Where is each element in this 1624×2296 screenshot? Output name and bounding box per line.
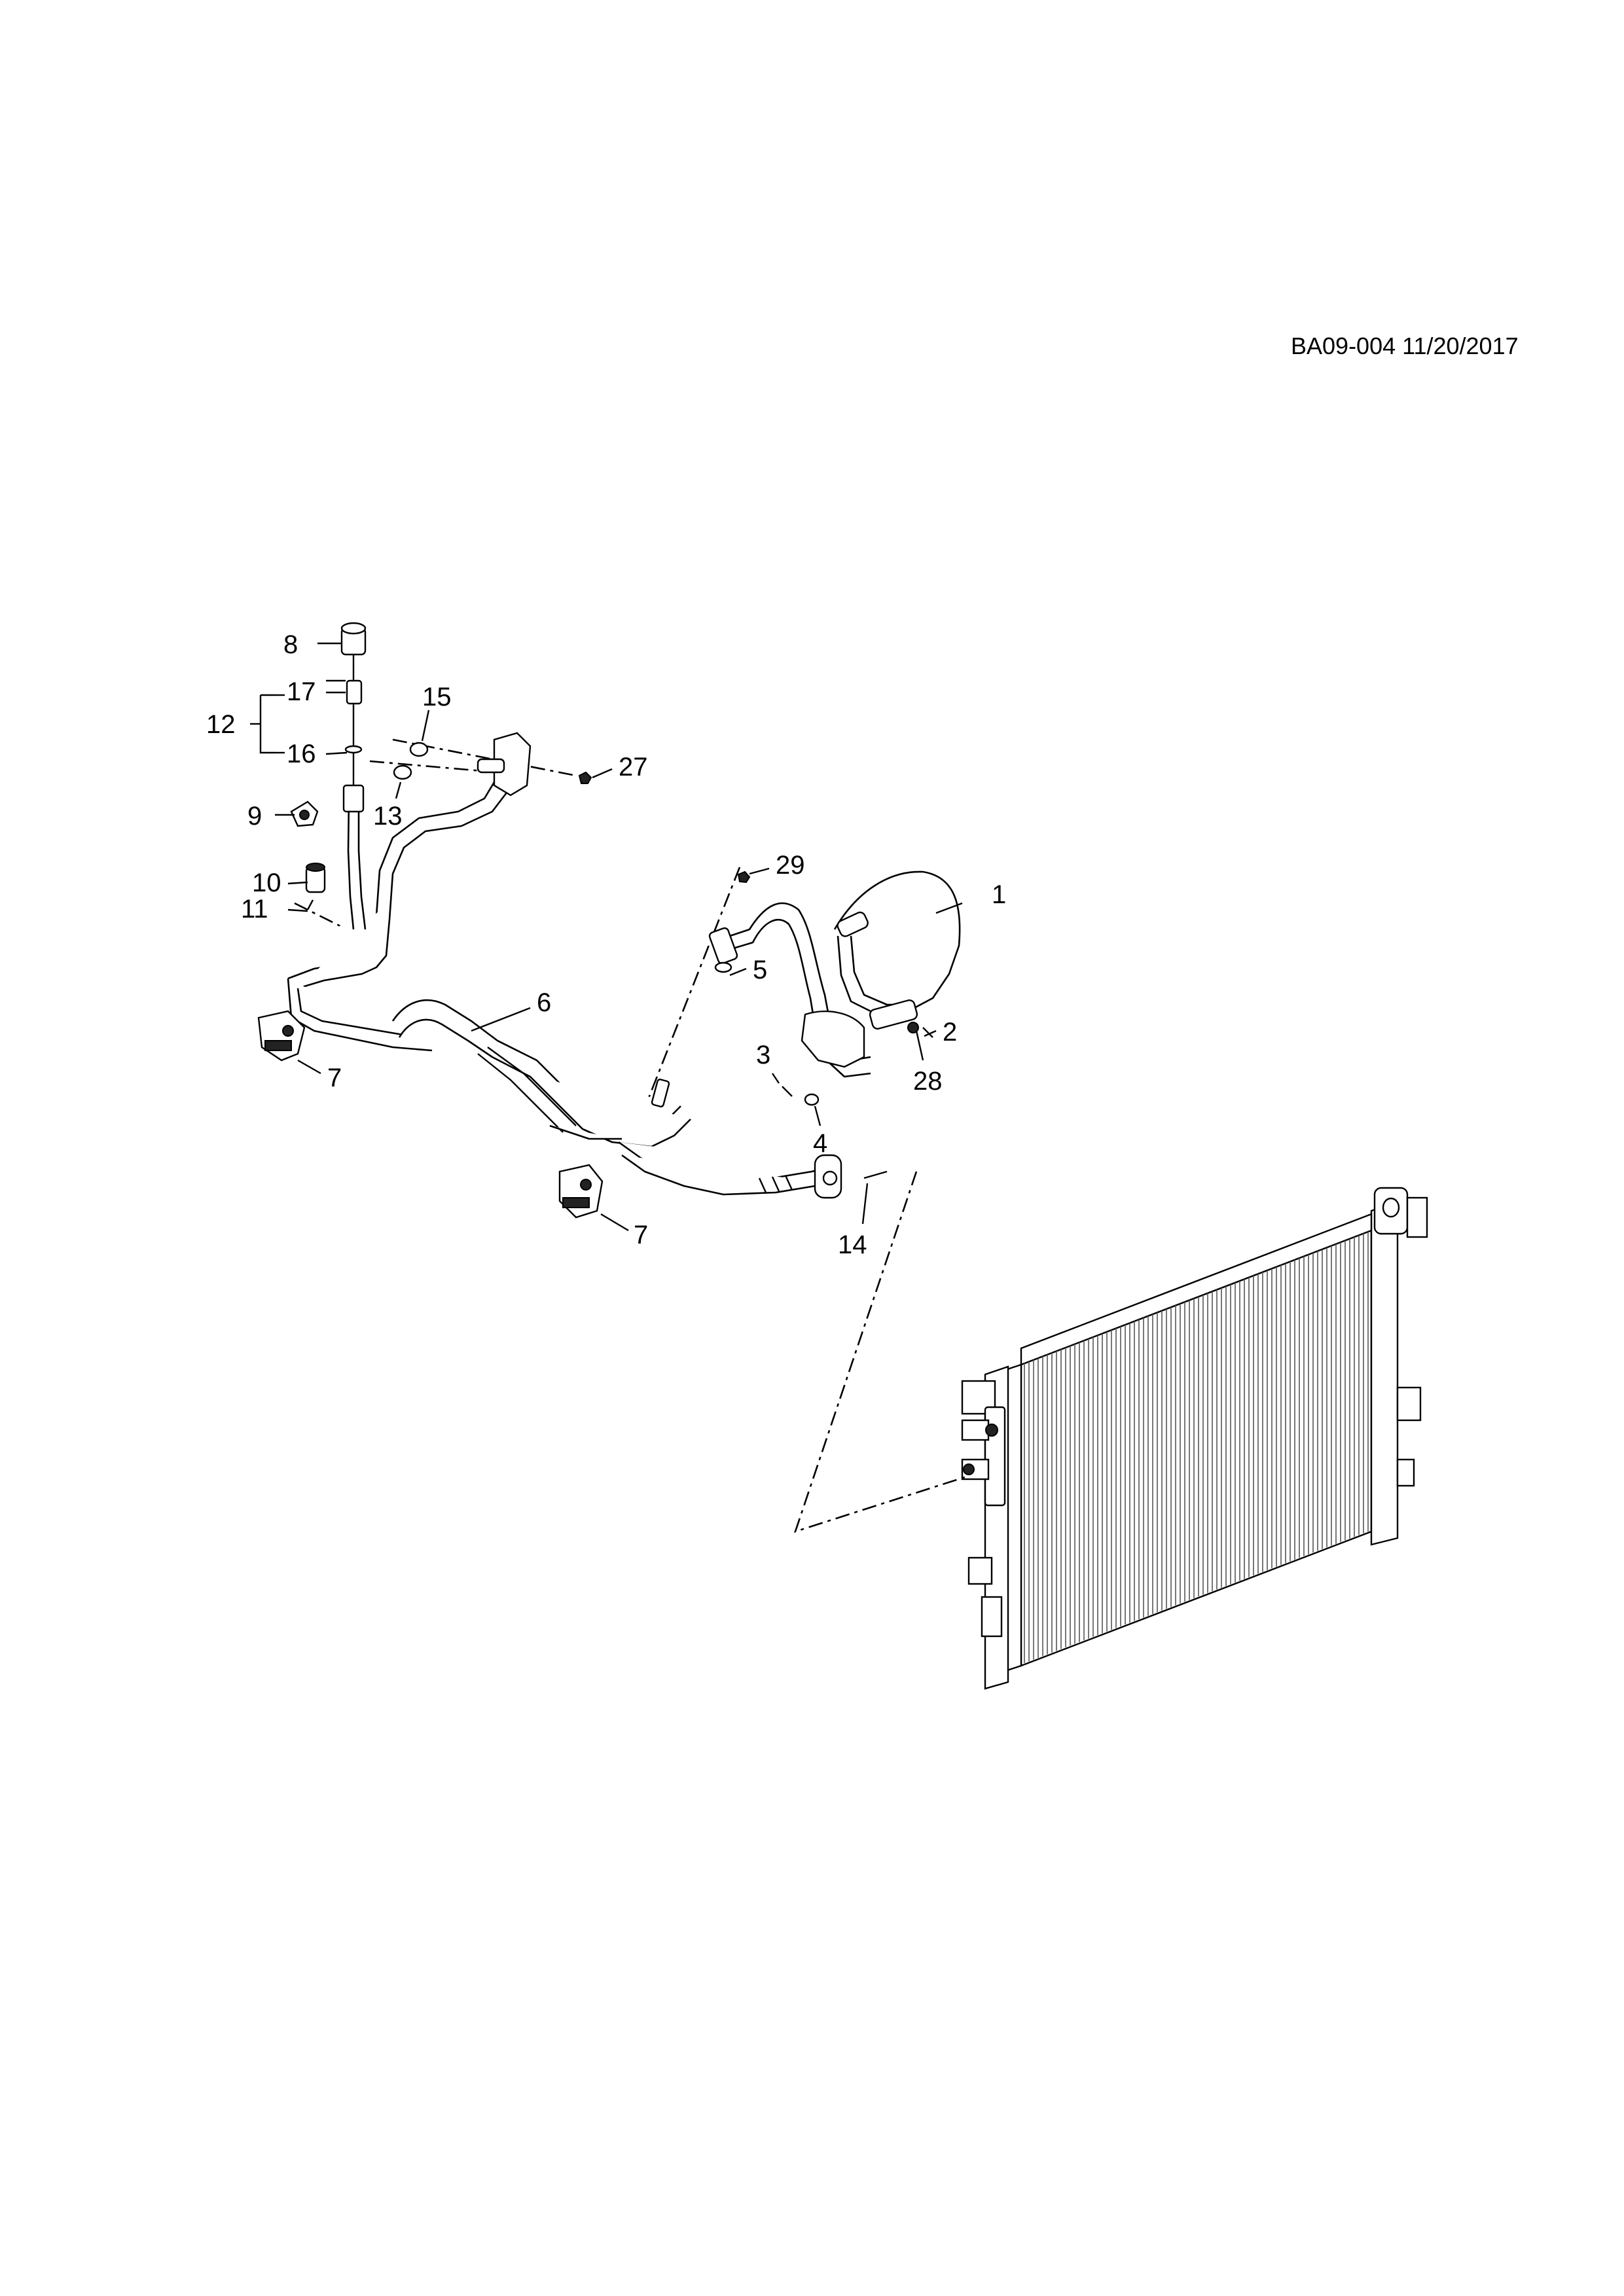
service-port-stack: [340, 622, 367, 930]
bolt-3: [782, 1086, 793, 1097]
hose-assembly-6: [287, 752, 842, 1199]
nut-29: [737, 870, 751, 884]
callout-13: 13: [373, 802, 403, 831]
callout-9: 9: [247, 802, 262, 831]
seal-15: [409, 742, 429, 757]
upper-fitting-block: [477, 732, 532, 797]
callout-14: 14: [838, 1230, 867, 1259]
alignment-line-14: [793, 1171, 969, 1534]
callout-15: 15: [422, 683, 452, 711]
callout-27: 27: [619, 753, 648, 781]
condenser-assembly: [961, 1187, 1428, 1690]
callout-12: 12: [206, 710, 236, 739]
callout-2: 2: [943, 1018, 957, 1047]
seal-13: [393, 764, 412, 780]
callout-16: 16: [287, 740, 316, 768]
diagram-reference-code: BA09-004 11/20/2017: [1291, 332, 1519, 359]
callout-3: 3: [756, 1041, 770, 1069]
bolt-2: [922, 1027, 933, 1038]
callout-7a: 7: [327, 1064, 342, 1092]
callout-29: 29: [776, 851, 805, 880]
alignment-line-11: [294, 902, 348, 931]
callout-4: 4: [813, 1129, 827, 1158]
callout-28: 28: [913, 1067, 943, 1096]
callout-8: 8: [283, 630, 298, 659]
callout-17: 17: [287, 677, 316, 706]
nut-27: [578, 771, 592, 784]
callout-5: 5: [753, 956, 767, 984]
callout-10: 10: [252, 869, 281, 897]
clamp-7-upper: [257, 1010, 306, 1062]
alignment-line-13: [369, 760, 498, 774]
callout-11: 11: [241, 895, 268, 924]
alignment-line-29: [647, 867, 741, 1100]
clip-9: [290, 800, 319, 827]
bolt-14: [863, 1170, 888, 1179]
seal-4: [804, 1093, 820, 1106]
callout-1: 1: [992, 880, 1006, 909]
condenser-fins: [1024, 1232, 1369, 1663]
callout-6: 6: [537, 988, 551, 1017]
callout-leaders: [250, 642, 963, 1232]
nut-28: [907, 1022, 919, 1033]
valve-core-11: [306, 899, 314, 910]
cap-10: [305, 863, 326, 893]
callout-7b: 7: [634, 1221, 648, 1249]
hose-assembly-1: [708, 870, 961, 1078]
clamp-7-lower: [558, 1164, 604, 1219]
callout-labels: 1 2 3 4 5 6 7 7 8 9 10 11 12 13 14 15 16…: [206, 630, 1006, 1259]
